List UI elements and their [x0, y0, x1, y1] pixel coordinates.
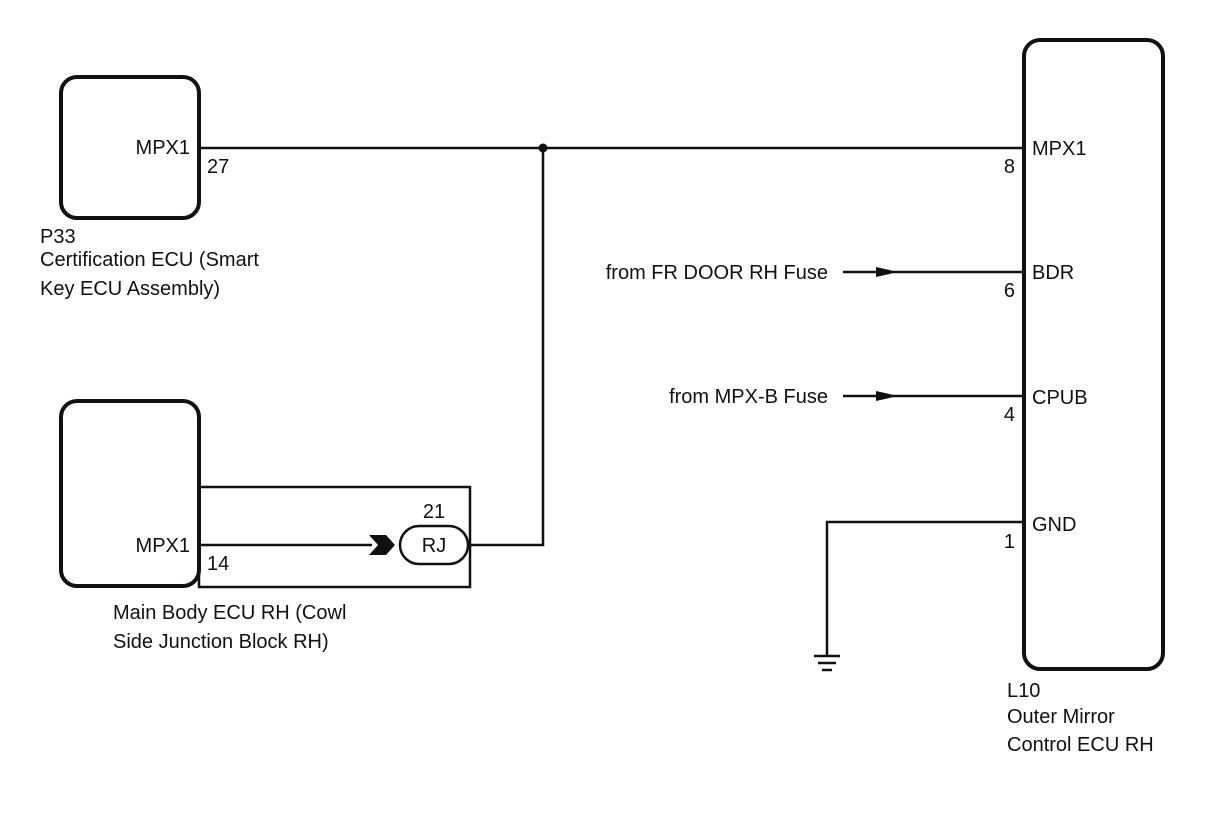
p33-name-line2: Key ECU Assembly) — [40, 278, 220, 300]
l10-pin-bdr: 6 — [1004, 280, 1015, 302]
l10-name-line2: Control ECU RH — [1007, 734, 1154, 756]
main-body-name-line2: Side Junction Block RH) — [113, 631, 329, 653]
l10-terminal-mpx1: MPX1 — [1032, 138, 1086, 160]
l10-pin-mpx1: 8 — [1004, 156, 1015, 178]
fr-door-fuse-source: from FR DOOR RH Fuse — [606, 262, 828, 284]
l10-connector-code: L10 — [1007, 680, 1040, 702]
main-body-pin-number: 14 — [207, 553, 229, 575]
l10-terminal-gnd: GND — [1032, 514, 1076, 536]
p33-name-line1: Certification ECU (Smart — [40, 249, 259, 271]
main-body-terminal-label: MPX1 — [136, 535, 190, 557]
l10-outer-mirror-ecu: MPX1 8 BDR 6 CPUB 4 GND 1 L10 Outer Mirr… — [1004, 38, 1165, 756]
p33-pin-number: 27 — [207, 156, 229, 178]
l10-terminal-cpub: CPUB — [1032, 387, 1088, 409]
wiring: from FR DOOR RH Fuse from MPX-B Fuse — [199, 143, 1024, 672]
mpx-b-fuse-source: from MPX-B Fuse — [669, 386, 828, 408]
l10-terminal-bdr: BDR — [1032, 262, 1074, 284]
splice-point — [538, 143, 548, 153]
main-body-name-line1: Main Body ECU RH (Cowl — [113, 602, 346, 624]
gnd-wire — [825, 520, 1024, 656]
rj-connector-pin: 21 — [423, 501, 445, 523]
main-body-ecu-box — [59, 399, 201, 588]
cpub-arrow-icon — [876, 391, 898, 401]
rj-connector-label: RJ — [422, 535, 446, 557]
p33-certification-ecu: MPX1 27 P33 Certification ECU (Smart Key… — [40, 75, 259, 300]
l10-name-line1: Outer Mirror — [1007, 706, 1115, 728]
bdr-arrow-icon — [876, 267, 898, 277]
l10-pin-gnd: 1 — [1004, 531, 1015, 553]
p33-terminal-label: MPX1 — [136, 137, 190, 159]
l10-pin-cpub: 4 — [1004, 404, 1015, 426]
p33-connector-code: P33 — [40, 226, 76, 248]
main-body-ecu: MPX1 14 Main Body ECU RH (Cowl Side Junc… — [59, 399, 472, 653]
rj-to-bus-wire — [468, 148, 545, 547]
connector-arrow-icon — [369, 535, 395, 555]
ground-icon — [814, 654, 840, 672]
l10-ecu-box — [1022, 38, 1165, 671]
